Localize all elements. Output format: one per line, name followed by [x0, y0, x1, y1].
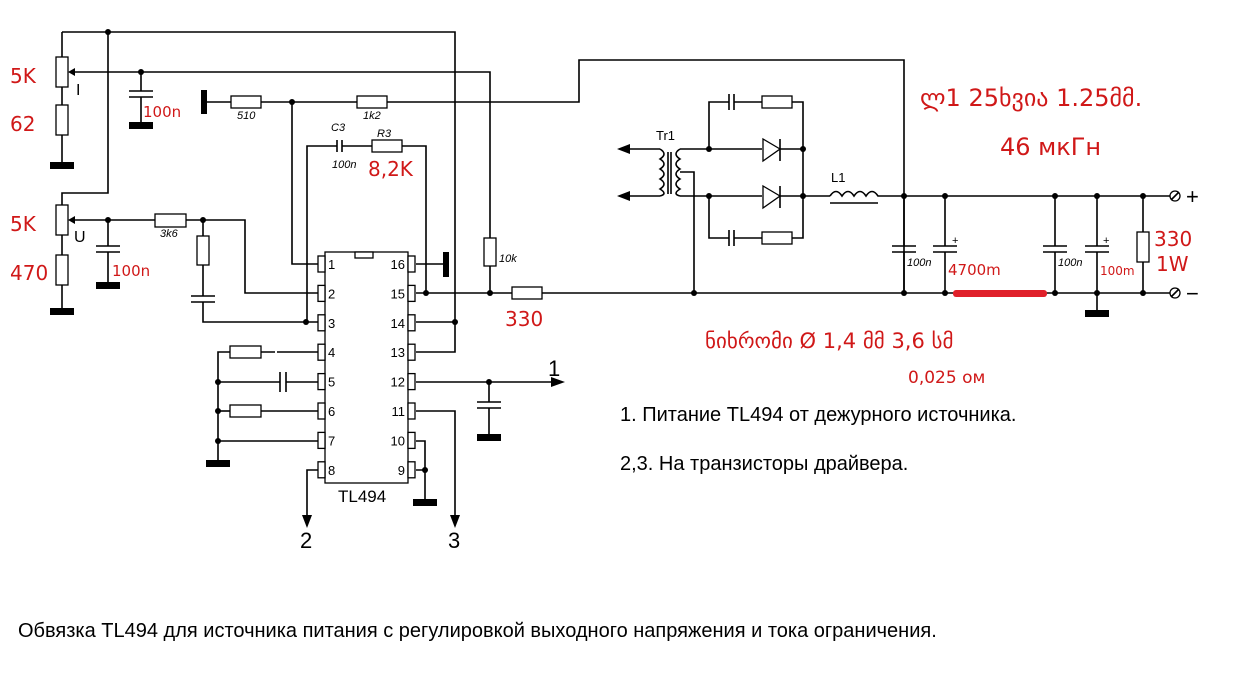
polarity-mark: + [1103, 235, 1109, 247]
shunt-resistance: 0,025 ом [908, 368, 985, 388]
ic-pin-5 [317, 372, 326, 391]
ic-pin-3 [317, 314, 326, 332]
resistor-3k6 [154, 213, 187, 228]
label-l1: L1 [831, 170, 845, 185]
label-330: 330 [505, 307, 543, 331]
label-c3: C3 [331, 122, 346, 134]
resistor-470 [55, 254, 69, 286]
ic-pin-label: 7 [328, 433, 335, 448]
label-pot-voltage: 5K [10, 212, 37, 236]
label-10k: 10k [499, 253, 517, 265]
label-3k6: 3k6 [160, 228, 179, 240]
polarity-mark: + [952, 235, 958, 247]
output-filter [892, 190, 1181, 317]
label-pot-current: 5K [10, 64, 37, 88]
resistor-62 [55, 104, 69, 136]
wiper-arrow-icon [68, 68, 75, 76]
caption: Обвязка TL494 для источника питания с ре… [18, 620, 937, 642]
ic-pin-label: 16 [391, 257, 405, 272]
nichrome-shunt [953, 290, 1047, 297]
transformer-rectifier [617, 94, 1170, 296]
current-limit-network [50, 29, 491, 322]
resistor-10k [483, 237, 497, 267]
resistor-510 [230, 95, 262, 109]
ic-pin-label: 14 [391, 316, 405, 331]
label-r3: R3 [377, 128, 392, 140]
label-out-2: 2 [300, 528, 312, 553]
driver-a-arrow-icon [302, 515, 312, 528]
label-r3-value: 8,2K [368, 157, 414, 181]
ic-pin-11 [407, 402, 416, 420]
label-4700: 4700m [948, 261, 1001, 279]
label-100m: 100m [1100, 264, 1135, 278]
label-510: 510 [237, 110, 256, 122]
label-c-current: 100n [143, 103, 181, 121]
ic-pin-9 [407, 461, 416, 479]
label-i: I [76, 82, 80, 99]
feedback-network [201, 59, 905, 322]
chip-label: TL494 [338, 487, 386, 506]
ic-pin-label: 12 [391, 375, 405, 390]
inductor-note: ლ1 25ხვია 1.25მმ. [920, 84, 1142, 112]
voltage-adjust-network [50, 204, 318, 325]
label-load-power: 1W [1156, 252, 1189, 276]
tr-arrow-bottom-icon [617, 191, 630, 201]
label-62: 62 [10, 112, 35, 136]
label-c3-value: 100n [332, 159, 356, 171]
label-470: 470 [10, 261, 48, 285]
resistor-330-sense [511, 286, 543, 300]
ic-pin-label: 15 [391, 286, 405, 301]
ic-pin-16 [407, 255, 416, 273]
label-c-out1: 100n [907, 257, 931, 269]
ic-pin-label: 6 [328, 404, 335, 419]
ic-pin-label: 10 [391, 433, 405, 448]
ic-pin-label: 9 [398, 463, 405, 478]
ic-pin-4 [317, 343, 326, 361]
ic-pin-label: 3 [328, 316, 335, 331]
ic-pin-1 [317, 255, 326, 273]
label-1k2: 1k2 [363, 110, 381, 122]
resistor-r3 [371, 139, 403, 153]
ic-pin-7 [317, 431, 326, 450]
ic-pin-label: 13 [391, 345, 405, 360]
resistor-1k2 [356, 95, 388, 109]
label-load: 330 [1154, 227, 1192, 251]
shunt-note: ნიხრომი Ø 1,4 მმ 3,6 სმ [705, 329, 953, 353]
ground-symbol [50, 162, 74, 169]
label-out-1: 1 [548, 356, 560, 381]
ic-pin-label: 1 [328, 257, 335, 272]
ic-pin-label: 5 [328, 375, 335, 390]
ic-pin-13 [407, 343, 416, 361]
current-potentiometer [55, 56, 69, 88]
supply-arrow-icon [551, 377, 565, 387]
label-out-3: 3 [448, 528, 460, 553]
label-c-out2: 100n [1058, 257, 1082, 269]
ic-pin-10 [407, 431, 416, 450]
ic-pin-14 [407, 314, 416, 332]
ic-pin-8 [317, 461, 326, 479]
ic-pin-label: 4 [328, 345, 335, 360]
ic-pin-label: 8 [328, 463, 335, 478]
resistor-load [1136, 231, 1150, 263]
label-tr1: Tr1 [656, 128, 675, 143]
label-minus: − [1186, 281, 1199, 306]
ic-pin-2 [317, 284, 326, 303]
ic-pin-12 [407, 372, 416, 391]
tr-arrow-top-icon [617, 144, 630, 154]
ic-pin-label: 2 [328, 286, 335, 301]
voltage-potentiometer [55, 204, 69, 236]
note-2: 2,3. На транзисторы драйвера. [620, 453, 908, 475]
label-plus: + [1186, 184, 1199, 209]
inductor-l1 [829, 190, 1170, 198]
ic-pin-6 [317, 402, 326, 420]
ic-pin-label: 11 [392, 404, 406, 419]
label-c-voltage: 100n [112, 262, 150, 280]
label-u: U [74, 229, 86, 246]
note-1: 1. Питание TL494 от дежурного источника. [620, 404, 1016, 426]
ic-pin-15 [407, 284, 416, 303]
driver-b-arrow-icon [450, 515, 460, 528]
inductor-note-2: 46 мкГн [1000, 133, 1101, 161]
